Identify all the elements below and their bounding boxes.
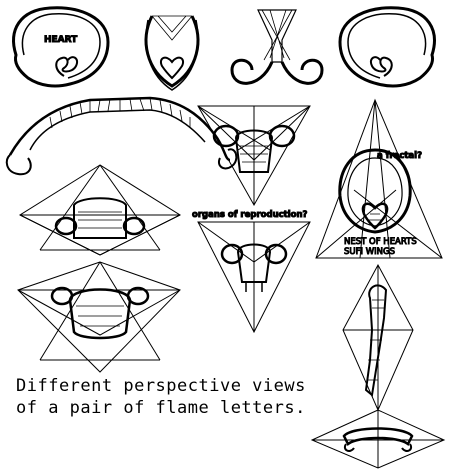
fractal-label: a fractal? bbox=[377, 151, 422, 161]
organs-label: organs of reproduction? bbox=[192, 210, 308, 220]
flat-diamond-figure bbox=[310, 409, 446, 469]
twisted-stem-figure bbox=[230, 9, 324, 85]
mirror-loop-figure bbox=[338, 6, 436, 88]
caption-line-1: Different perspective views bbox=[16, 376, 306, 396]
tall-diamond-figure bbox=[342, 263, 414, 412]
sufi-label: SUFI WINGS bbox=[344, 247, 395, 257]
caption-line-2: of a pair of flame letters. bbox=[16, 398, 306, 418]
nest-label: NEST OF HEARTS bbox=[344, 237, 417, 247]
wing-arch-figure bbox=[5, 96, 238, 176]
star-diamond-figure-2 bbox=[17, 261, 181, 373]
nest-of-hearts-figure bbox=[315, 98, 443, 259]
heart-loop-figure bbox=[12, 6, 110, 88]
star-diamond-figure-1 bbox=[18, 164, 182, 256]
heart-label: HEART bbox=[44, 35, 78, 45]
figure-caption: Different perspective views of a pair of… bbox=[16, 375, 306, 419]
inverted-triangle-figure-2 bbox=[197, 221, 311, 334]
inverted-triangle-figure-1 bbox=[197, 105, 311, 207]
heart-inside-loop-figure bbox=[144, 15, 200, 91]
